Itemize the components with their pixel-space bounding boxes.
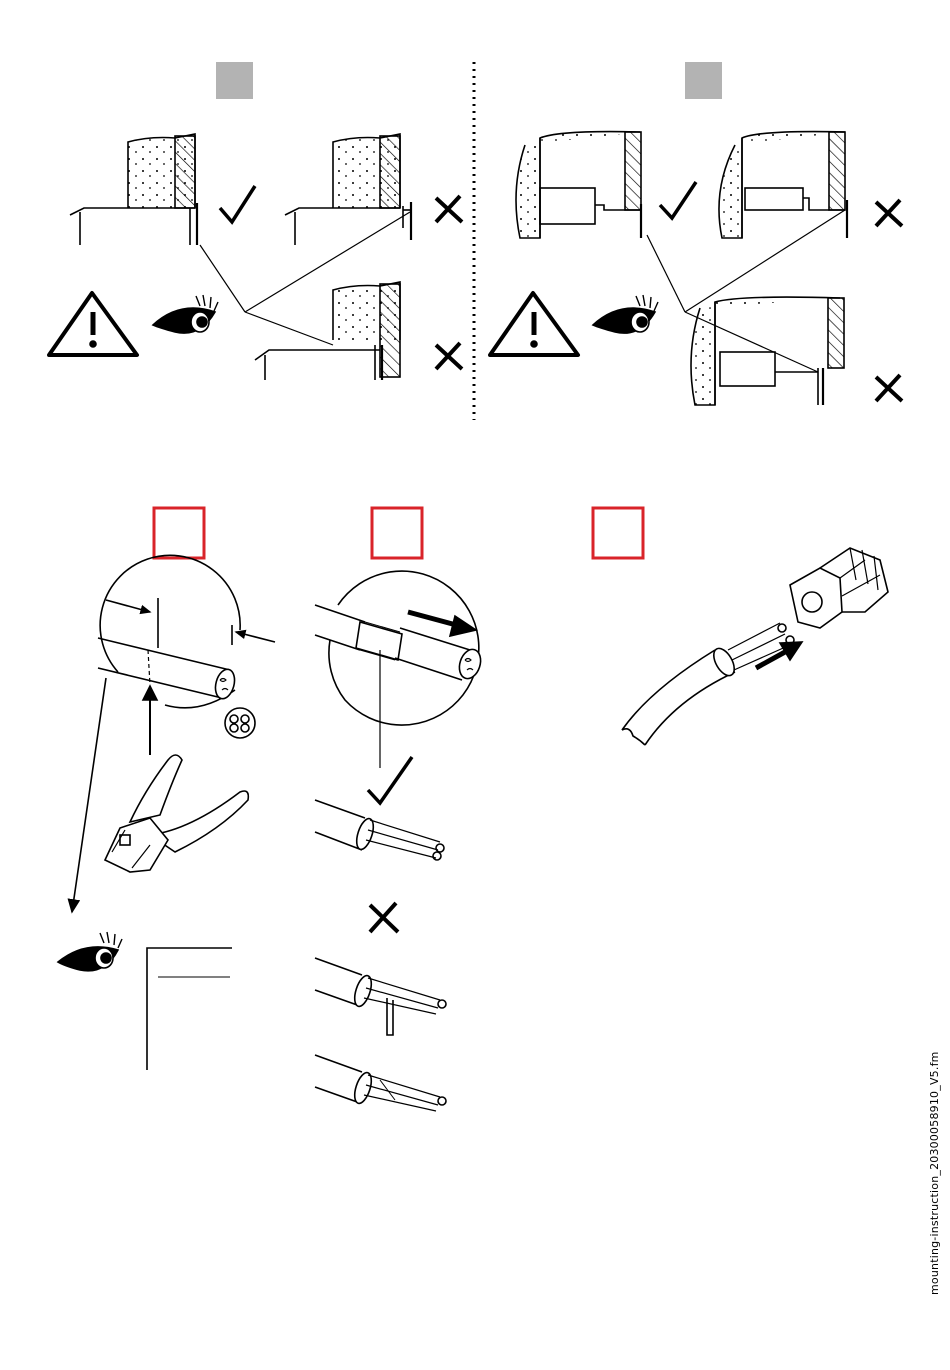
- step-strip-length: [72, 555, 275, 912]
- eye-icon: [153, 295, 218, 333]
- cross-mark: [436, 343, 462, 369]
- panel-wrong-recess: [255, 282, 400, 380]
- wire-stripper-icon: [105, 755, 248, 872]
- cable-cross-section-icon: [225, 708, 255, 738]
- check-mark: [368, 757, 412, 803]
- step-marker-gray-right: [685, 62, 722, 99]
- panel-wrong-extension-recess: [691, 297, 844, 405]
- eye-icon: [593, 295, 658, 333]
- step-marker-red-2: [372, 508, 422, 558]
- warning-icon: [490, 293, 578, 355]
- document-filename: mounting-instruction_20300058910_V5.fm: [928, 1051, 941, 1295]
- panel-correct-extension: [516, 132, 641, 238]
- step-marker-red-1: [154, 508, 204, 558]
- step-gland-insert: [622, 548, 888, 745]
- step-marker-red-3: [593, 508, 643, 558]
- strip-inspection: [58, 932, 232, 1070]
- panel-wrong-gap: [285, 134, 411, 245]
- cable-gland-icon: [790, 548, 888, 628]
- cross-mark: [370, 903, 398, 932]
- cross-mark: [436, 196, 462, 222]
- cross-mark: [876, 375, 902, 401]
- step-marker-gray-left: [216, 62, 253, 99]
- top-right-figure: [490, 132, 902, 405]
- panel-correct-flush: [70, 134, 197, 245]
- top-left-figure: [49, 134, 462, 380]
- step-sheath-removal: [315, 571, 484, 1111]
- check-mark: [220, 186, 255, 222]
- cross-mark: [876, 200, 902, 226]
- panel-wrong-extension-gap: [719, 132, 847, 238]
- warning-icon: [49, 293, 137, 355]
- check-mark: [660, 182, 696, 218]
- eye-icon: [58, 932, 122, 971]
